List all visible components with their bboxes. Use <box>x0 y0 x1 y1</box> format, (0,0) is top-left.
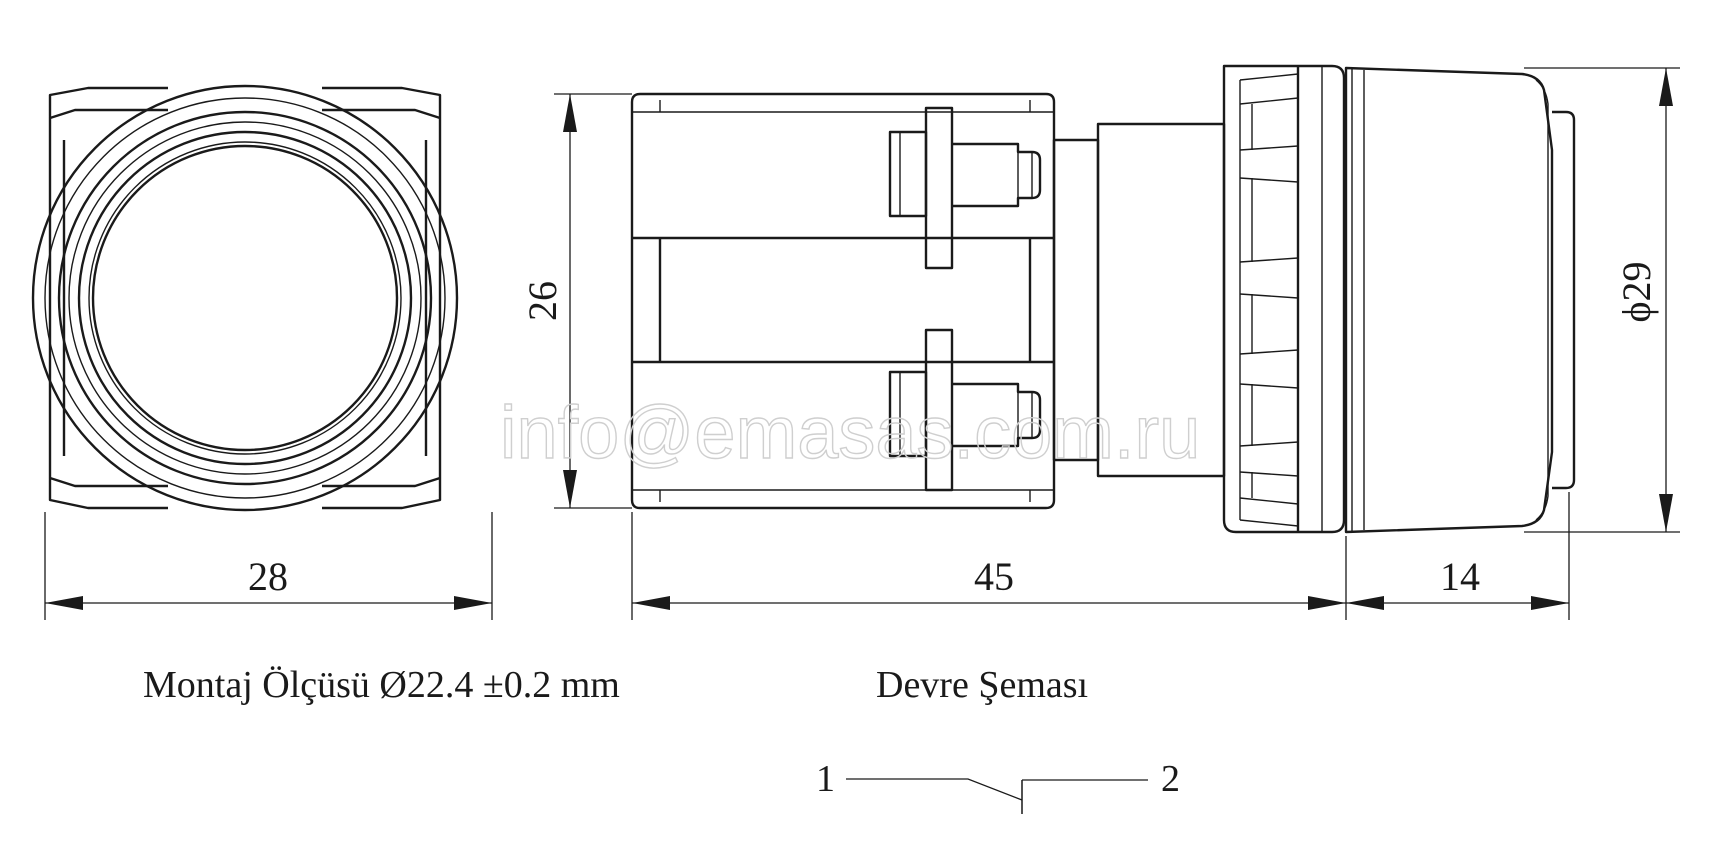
svg-text:ϕ29: ϕ29 <box>1614 261 1659 322</box>
dimension-height: 26 <box>520 281 565 321</box>
mounting-dimension-caption: Montaj Ölçüsü Ø22.4 ±0.2 mm <box>143 664 620 706</box>
terminal-2-label: 2 <box>1161 758 1180 800</box>
dimensions: 28 26 45 14 ϕ29 <box>44 67 1680 620</box>
watermark: info@emasas.com.ru <box>500 391 1200 474</box>
terminal-1-label: 1 <box>816 758 835 800</box>
dimension-front-width: 28 <box>248 554 288 599</box>
diameter-symbol: ϕ <box>1614 301 1659 322</box>
front-view <box>31 84 459 512</box>
dimension-head-length: 14 <box>1440 554 1480 599</box>
side-view <box>630 64 1576 534</box>
dimension-head-diameter: 29 <box>1614 261 1659 301</box>
dimension-body-length: 45 <box>974 554 1014 599</box>
circuit-diagram: 1 2 <box>816 758 1180 814</box>
switch-symbol <box>846 778 1148 814</box>
circuit-diagram-title: Devre Şeması <box>876 664 1088 706</box>
